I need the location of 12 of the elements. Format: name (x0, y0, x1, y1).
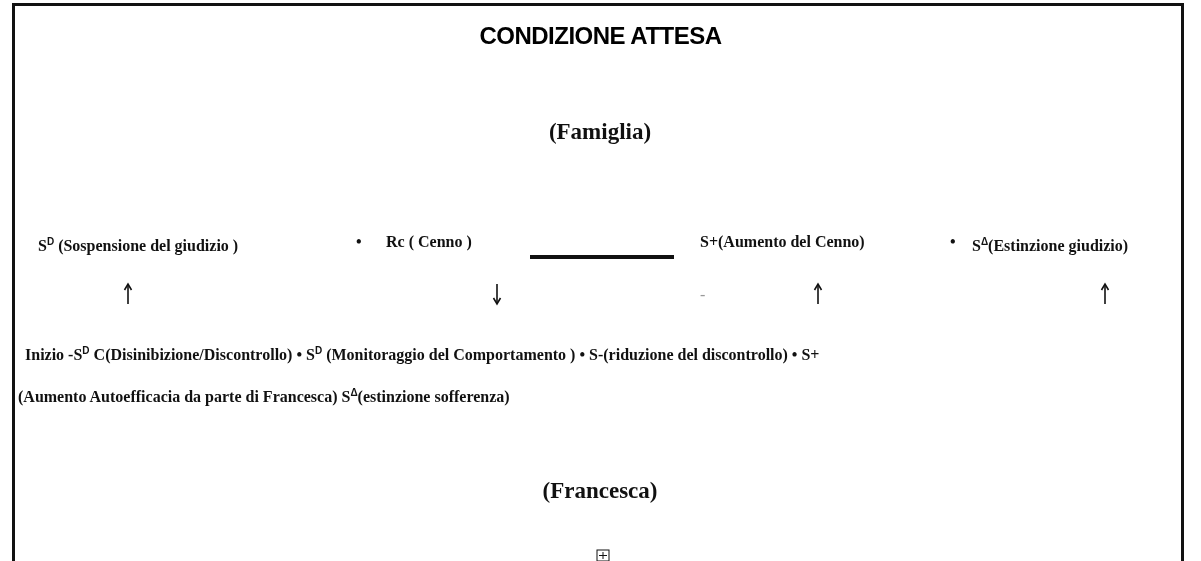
title: CONDIZIONE ATTESA (478, 22, 723, 50)
dash-mark: - (700, 285, 706, 305)
sequence-text: Inizio -S$^{D}$ C(Disinibizione/Discontrollo) • S$^{D}$ (Monitoraggio del Comportamento ) • S-(riduzione del discontrollo) • S+ (25, 344, 820, 366)
sequence-text: (Aumento Autoefficacia da parte di Francesca) S$^{Δ}$(estinzione sofferenza) (18, 386, 510, 408)
stimulus-text: S$^{D}$ (Sospensione del giudizio ) (38, 235, 239, 257)
subtitle: (Francesca) (542, 477, 658, 505)
subtitle: (Famiglia) (548, 118, 652, 146)
stimulus-text: S$^{Δ}$(Estinzione giudizio) (972, 235, 1129, 257)
bullet: • (356, 232, 362, 252)
stimulus-text: S+(Aumento del Cenno) (700, 232, 865, 252)
bullet: • (950, 232, 956, 252)
response-text: Rc ( Cenno ) (386, 232, 472, 252)
